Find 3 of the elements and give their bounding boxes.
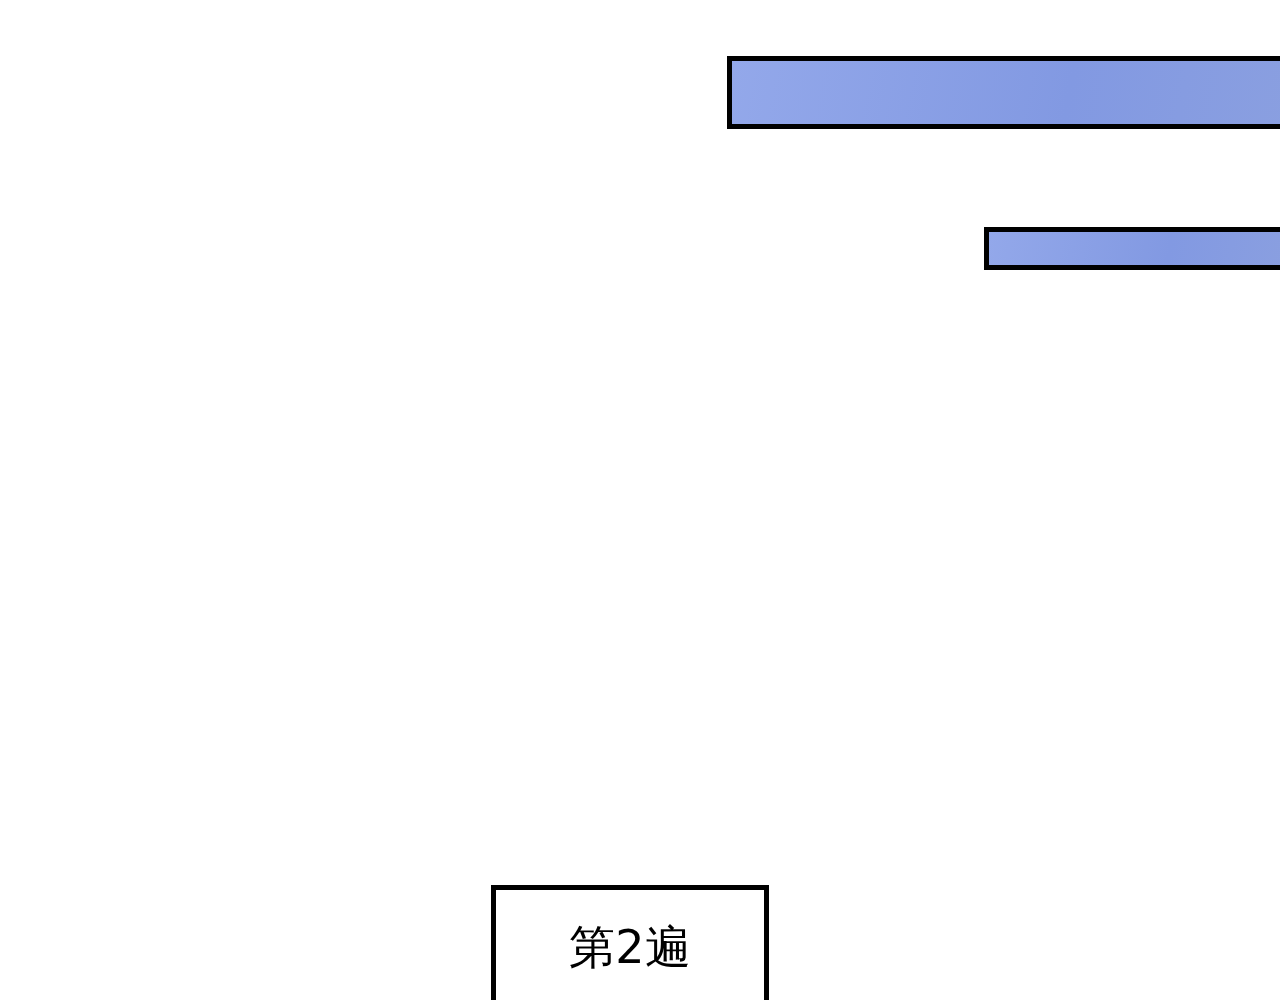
bar <box>727 56 1280 129</box>
caption-box: 第2遍 <box>491 885 769 1000</box>
bar <box>984 227 1280 270</box>
